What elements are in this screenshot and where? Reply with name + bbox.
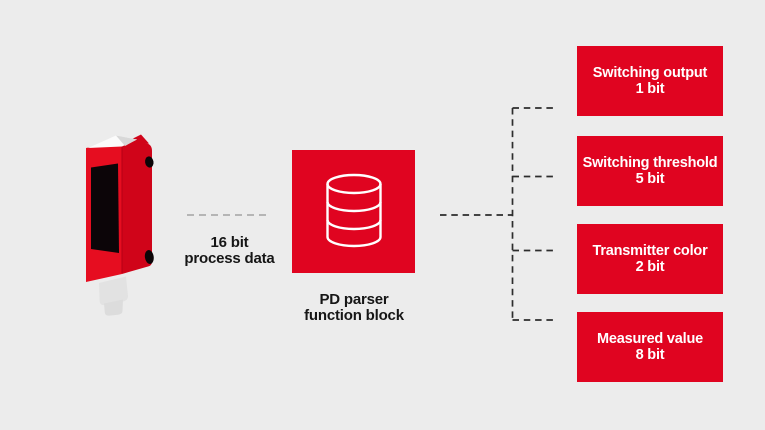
process-data-label-line1: 16 bit (210, 234, 249, 251)
output-box-bits: 8 bit (635, 347, 665, 363)
output-box-switching-output: Switching output 1 bit (577, 46, 723, 116)
pd-parser-caption: PD parser function block (274, 292, 434, 323)
sensor-connector-plug (99, 276, 128, 306)
database-icon (325, 173, 382, 247)
output-box-title: Switching threshold (582, 155, 718, 171)
sensor-connector-tip (104, 299, 123, 316)
photoelectric-sensor-icon (86, 134, 154, 316)
sensor-lens-window (91, 163, 119, 253)
process-data-label-line2: process data (184, 249, 275, 267)
output-box-title: Measured value (597, 331, 703, 347)
pd-parser-block (292, 150, 415, 273)
output-box-title: Transmitter color (592, 243, 708, 259)
output-box-bits: 1 bit (635, 81, 665, 97)
pd-parser-caption-line2: function block (304, 306, 404, 324)
output-box-switching-threshold: Switching threshold 5 bit (577, 136, 723, 206)
process-data-label: 16 bit process data (150, 235, 309, 266)
output-box-bits: 5 bit (635, 171, 665, 187)
output-box-measured-value: Measured value 8 bit (577, 312, 723, 382)
output-box-title: Switching output (592, 65, 708, 81)
sensor-mounting-hole-top (145, 156, 154, 168)
output-box-bits: 2 bit (635, 259, 665, 275)
sensor-mounting-hole-bottom (144, 250, 154, 264)
sensor-side-face (122, 141, 152, 274)
sensor-top-cap-facet (116, 135, 137, 146)
output-box-transmitter-color: Transmitter color 2 bit (577, 224, 723, 294)
pd-parser-caption-line1: PD parser (319, 291, 389, 308)
